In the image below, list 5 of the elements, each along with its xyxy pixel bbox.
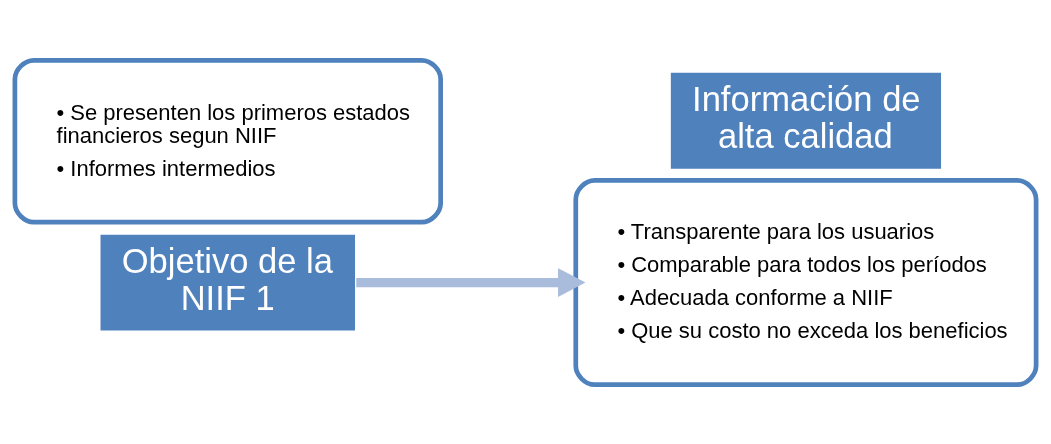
arrow <box>356 267 586 297</box>
node-box: Objetivo de la NIIF 1 <box>98 232 357 332</box>
node-box: Información de alta calidad <box>669 70 943 170</box>
node-box: • Transparente para los usuarios • Comparable para todos los períodos • Adecuada conforme a NIIF • Que su costo no exceda los beneficios <box>573 177 1039 387</box>
node-box: • Se presenten los primeros estados financieros segun NIIF • Informes intermedios <box>12 57 443 224</box>
